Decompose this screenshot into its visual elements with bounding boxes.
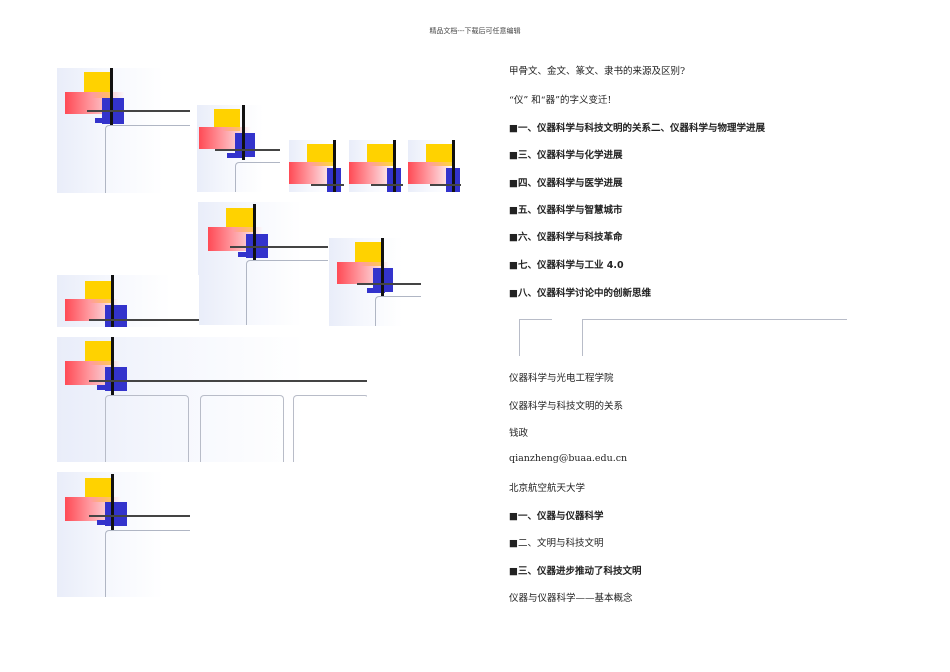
list-item: ■八、仪器科学讨论中的创新思维 (509, 288, 651, 299)
text-line: 北京航空航天大学 (509, 483, 586, 494)
divider-frame (519, 319, 552, 356)
list-item: ■一、仪器科学与科技文明的关系二、仪器科学与物理学进展 (509, 123, 765, 134)
text-line: 钱政 (509, 428, 529, 439)
slide-thumbnail (329, 238, 421, 326)
text-line: 仪器科学与光电工程学院 (509, 373, 614, 384)
list-item: ■三、仪器科学与化学进展 (509, 150, 623, 161)
slide-thumbnail (57, 337, 367, 462)
list-item: ■七、仪器科学与工业 4.0 (509, 260, 624, 271)
divider-frame (582, 319, 847, 356)
list-item: ■五、仪器科学与智慧城市 (509, 205, 623, 216)
list-item: ■三、仪器进步推动了科技文明 (509, 566, 642, 577)
slide-thumbnail (57, 472, 190, 597)
text-line: 仪器与仪器科学——基本概念 (509, 593, 633, 604)
slide-thumbnail (408, 140, 461, 192)
list-item: ■二、文明与科技文明 (509, 538, 604, 549)
list-item: ■四、仪器科学与医学进展 (509, 178, 623, 189)
text-line: “仪” 和“器”的字义变迁! (509, 95, 612, 106)
text-line: 甲骨文、金文、篆文、隶书的来源及区别? (509, 66, 686, 77)
slide-thumbnail (57, 275, 199, 327)
slide-thumbnail (289, 140, 344, 192)
list-item: ■一、仪器与仪器科学 (509, 511, 604, 522)
list-item: ■六、仪器科学与科技革命 (509, 232, 623, 243)
email-text: qianzheng@buaa.edu.cn (509, 453, 628, 464)
text-line: 仪器科学与科技文明的关系 (509, 401, 624, 412)
slide-thumbnail (197, 105, 280, 192)
page-header: 精品文档---下载后可任意编辑 (429, 27, 521, 35)
slide-thumbnail (349, 140, 403, 192)
slide-thumbnail (57, 68, 190, 193)
slide-thumbnail (198, 202, 328, 325)
